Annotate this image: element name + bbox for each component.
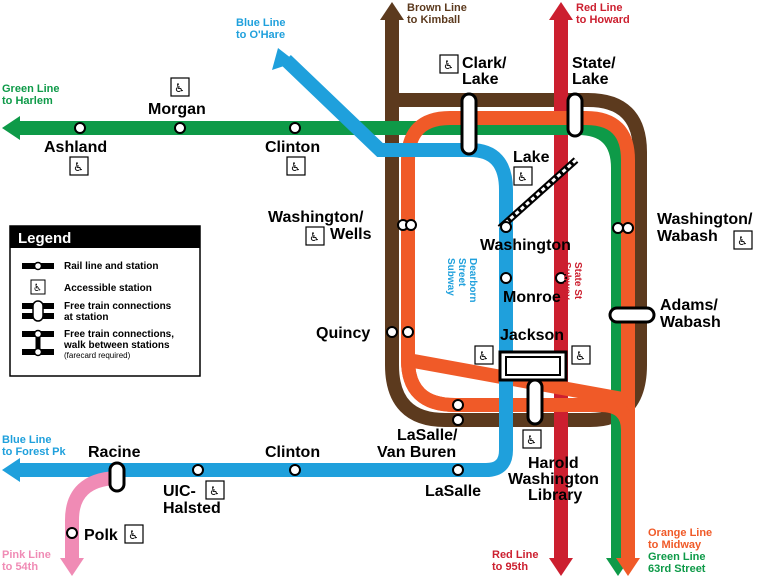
- svg-text:♿: ♿: [737, 234, 748, 248]
- svg-text:Accessible station: Accessible station: [64, 283, 152, 294]
- pink-line: [65, 471, 117, 562]
- svg-text:♿: ♿: [517, 170, 528, 184]
- orange-arrow-south: [616, 558, 640, 576]
- station-monroe: Monroe: [503, 289, 561, 306]
- svg-text:♿: ♿: [443, 58, 454, 72]
- dearborn-subway-label: DearbornStreetSubway: [445, 258, 478, 302]
- svg-text:♿: ♿: [478, 349, 489, 363]
- svg-text:♿: ♿: [174, 81, 185, 95]
- station-washington: Washington: [480, 237, 571, 254]
- racine-station: [108, 461, 126, 493]
- svg-text:Legend: Legend: [18, 230, 71, 247]
- svg-text:♿: ♿: [290, 160, 301, 174]
- blue-arrow-west: [2, 458, 20, 482]
- accessible-icons: ♿ ♿ ♿ ♿ ♿ ♿ ♿ ♿ ♿ ♿ ♿ ♿: [69, 54, 753, 544]
- station-quincy: Quincy: [316, 325, 370, 342]
- station-state-lake: State/Lake: [572, 55, 616, 88]
- station-lasalle-van-buren: LaSalle/Van Buren: [377, 427, 458, 461]
- svg-text:♿: ♿: [526, 433, 537, 447]
- svg-text:♿: ♿: [575, 349, 586, 363]
- brown-arrow: [380, 2, 404, 20]
- svg-text:♿: ♿: [209, 484, 220, 498]
- blue-line-north: [20, 54, 513, 477]
- svg-text:walk between stations: walk between stations: [63, 340, 170, 351]
- station-ashland: Ashland: [44, 139, 107, 156]
- svg-text:Rail line and station: Rail line and station: [64, 261, 158, 272]
- station-lake: Lake: [513, 149, 550, 166]
- svg-text:Free train connections: Free train connections: [64, 301, 172, 312]
- station-washington-wabash: Washington/Wabash: [657, 211, 753, 245]
- station-racine: Racine: [88, 444, 141, 461]
- red-arrow-south: [549, 558, 573, 576]
- svg-text:♿: ♿: [73, 160, 84, 174]
- legend: Legend Rail line and station ♿ Accessibl…: [9, 225, 201, 377]
- station-uic-halsted: UIC-Halsted: [163, 483, 221, 517]
- state-lake-station: [566, 92, 584, 138]
- clark-lake-station: [460, 92, 478, 156]
- blue-arrow-north: [272, 48, 296, 70]
- svg-text:(farecard required): (farecard required): [64, 351, 131, 360]
- state-subway-label: State StSubway: [561, 262, 583, 300]
- svg-text:at station: at station: [64, 312, 108, 323]
- svg-text:♿: ♿: [33, 283, 42, 294]
- station-lasalle: LaSalle: [425, 483, 481, 500]
- station-clark-lake: Clark/Lake: [462, 55, 507, 88]
- adams-wabash-station: [608, 306, 656, 324]
- station-clinton-blue: Clinton: [265, 444, 320, 461]
- red-arrow-north: [549, 2, 573, 20]
- pink-arrow-south: [60, 558, 84, 576]
- station-polk: Polk: [84, 527, 118, 544]
- station-adams-wabash: Adams/Wabash: [660, 297, 721, 331]
- station-morgan: Morgan: [148, 101, 206, 118]
- station-clinton-green: Clinton: [265, 139, 320, 156]
- green-arrow-west: [2, 116, 20, 140]
- svg-text:Free train connections,: Free train connections,: [64, 329, 174, 340]
- station-washington-wells: Washington/Wells: [268, 209, 372, 243]
- station-jackson: Jackson: [500, 327, 564, 344]
- svg-text:♿: ♿: [128, 528, 139, 542]
- harold-washington-station: [526, 378, 544, 426]
- station-dots: [66, 122, 634, 539]
- svg-text:♿: ♿: [309, 230, 320, 244]
